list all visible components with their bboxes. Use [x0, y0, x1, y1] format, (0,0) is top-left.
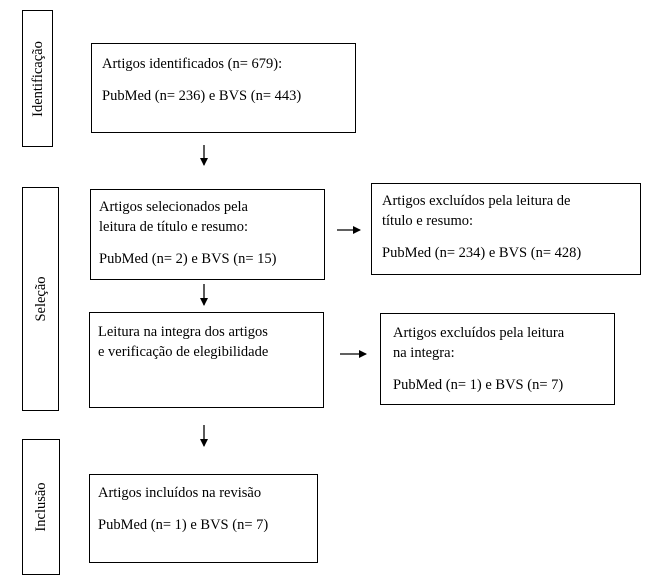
- box-identified: Artigos identificados (n= 679): PubMed (…: [91, 43, 356, 133]
- excluded-full-line3: PubMed (n= 1) e BVS (n= 7): [393, 377, 564, 393]
- phase-selecao: Seleção: [22, 187, 59, 411]
- identified-line2: PubMed (n= 236) e BVS (n= 443): [102, 88, 302, 104]
- box-excluded-title: Artigos excluídos pela leitura de título…: [371, 183, 641, 275]
- box-selected: Artigos selecionados pela leitura de tít…: [90, 189, 325, 280]
- box-included: Artigos incluídos na revisão PubMed (n= …: [89, 474, 318, 563]
- phase-identificacao: Identificação: [22, 10, 53, 147]
- excluded-title-line3: PubMed (n= 234) e BVS (n= 428): [382, 245, 582, 261]
- selected-line1: Artigos selecionados pela: [99, 199, 248, 215]
- included-line2: PubMed (n= 1) e BVS (n= 7): [98, 517, 269, 533]
- selected-line3: PubMed (n= 2) e BVS (n= 15): [99, 251, 277, 267]
- box-full-read: Leitura na integra dos artigos e verific…: [89, 312, 324, 408]
- phase-inclusao: Inclusão: [22, 439, 60, 575]
- excluded-title-line1: Artigos excluídos pela leitura de: [382, 193, 571, 209]
- included-line1: Artigos incluídos na revisão: [98, 485, 262, 501]
- selected-line2: leitura de título e resumo:: [99, 219, 248, 235]
- full-read-line2: e verificação de elegibilidade: [98, 344, 269, 360]
- excluded-title-line2: título e resumo:: [382, 213, 474, 229]
- excluded-full-line2: na integra:: [393, 345, 455, 361]
- full-read-line1: Leitura na integra dos artigos: [98, 324, 268, 340]
- excluded-full-line1: Artigos excluídos pela leitura: [393, 325, 565, 341]
- box-excluded-full: Artigos excluídos pela leitura na integr…: [380, 313, 615, 405]
- identified-line1: Artigos identificados (n= 679):: [102, 56, 283, 72]
